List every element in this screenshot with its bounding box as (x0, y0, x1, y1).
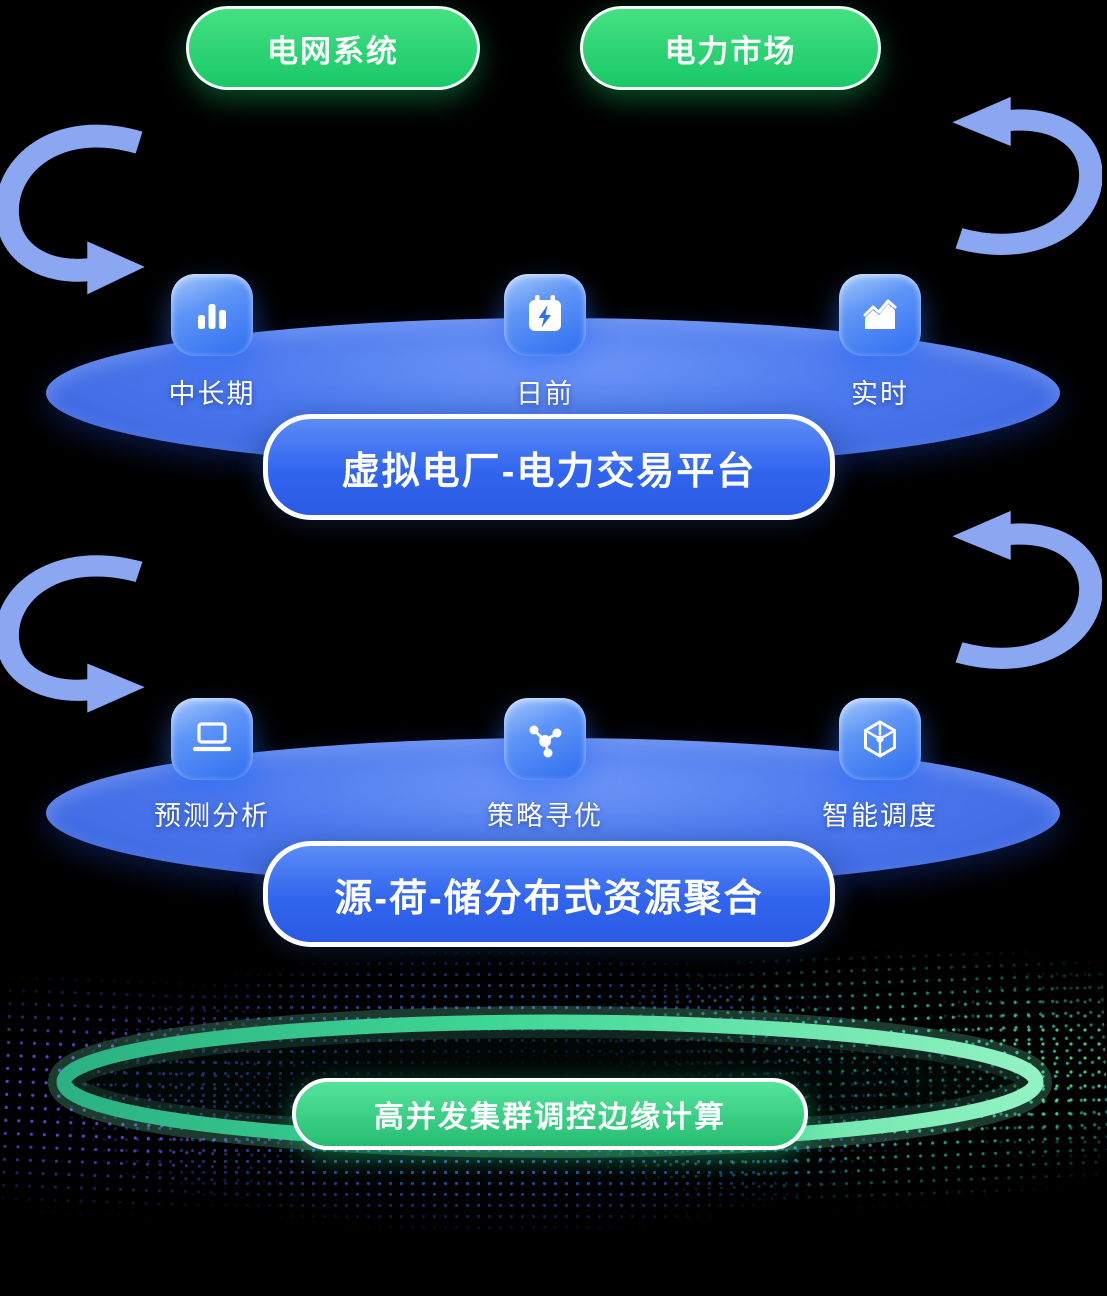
cycle-arrow-top-left-icon (0, 124, 145, 295)
grid-system-pill: 电网系统 (186, 6, 480, 90)
trend-chart-icon (839, 274, 921, 356)
day-ahead-label: 日前 (516, 379, 574, 409)
network-node-icon (504, 698, 586, 780)
aggregation-title: 源-荷-储分布式资源聚合 (334, 877, 764, 920)
calendar-bolt-icon (504, 274, 586, 356)
edge-computing-title: 高并发集群调控边缘计算 (374, 1101, 726, 1134)
cycle-arrow-top-right-icon (952, 96, 1102, 255)
midlong-term-label: 中长期 (168, 379, 256, 409)
edge-computing-pill: 高并发集群调控边缘计算 (292, 1078, 808, 1150)
smart-dispatch-label: 智能调度 (822, 801, 938, 831)
bar-chart-icon (171, 274, 253, 356)
strategy-optimization-label: 策略寻优 (487, 801, 603, 831)
cycle-arrow-mid-right-icon (952, 510, 1102, 669)
power-market-label: 电力市场 (664, 33, 797, 69)
cycle-arrow-mid-left-icon (0, 555, 145, 713)
blockchain-cube-icon (839, 698, 921, 780)
trading-platform-pill: 虚拟电厂-电力交易平台 (263, 414, 835, 520)
power-market-pill: 电力市场 (580, 6, 881, 90)
grid-system-label: 电网系统 (267, 33, 399, 69)
laptop-icon (171, 698, 253, 780)
forecast-analysis-label: 预测分析 (154, 801, 270, 831)
trading-platform-title: 虚拟电厂-电力交易平台 (341, 450, 757, 493)
real-time-label: 实时 (851, 379, 909, 409)
